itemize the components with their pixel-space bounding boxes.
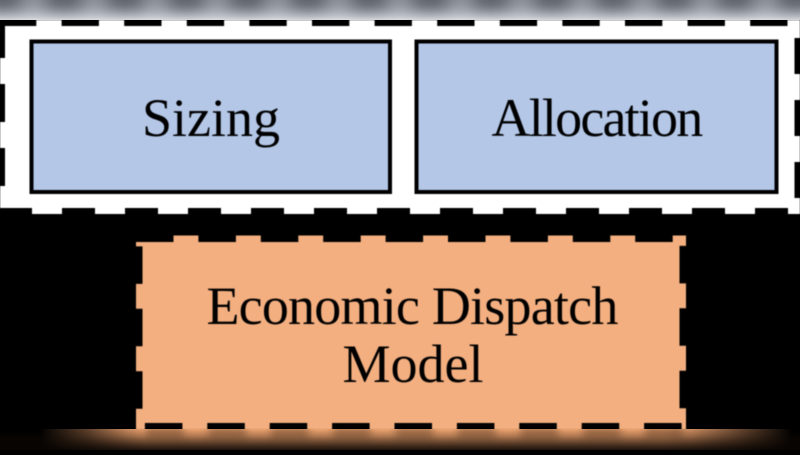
svg-text:Sizing: Sizing <box>142 88 280 148</box>
svg-text:Allocation: Allocation <box>492 88 704 148</box>
svg-text:Model: Model <box>343 334 484 394</box>
svg-text:Economic Dispatch: Economic Dispatch <box>206 276 618 336</box>
